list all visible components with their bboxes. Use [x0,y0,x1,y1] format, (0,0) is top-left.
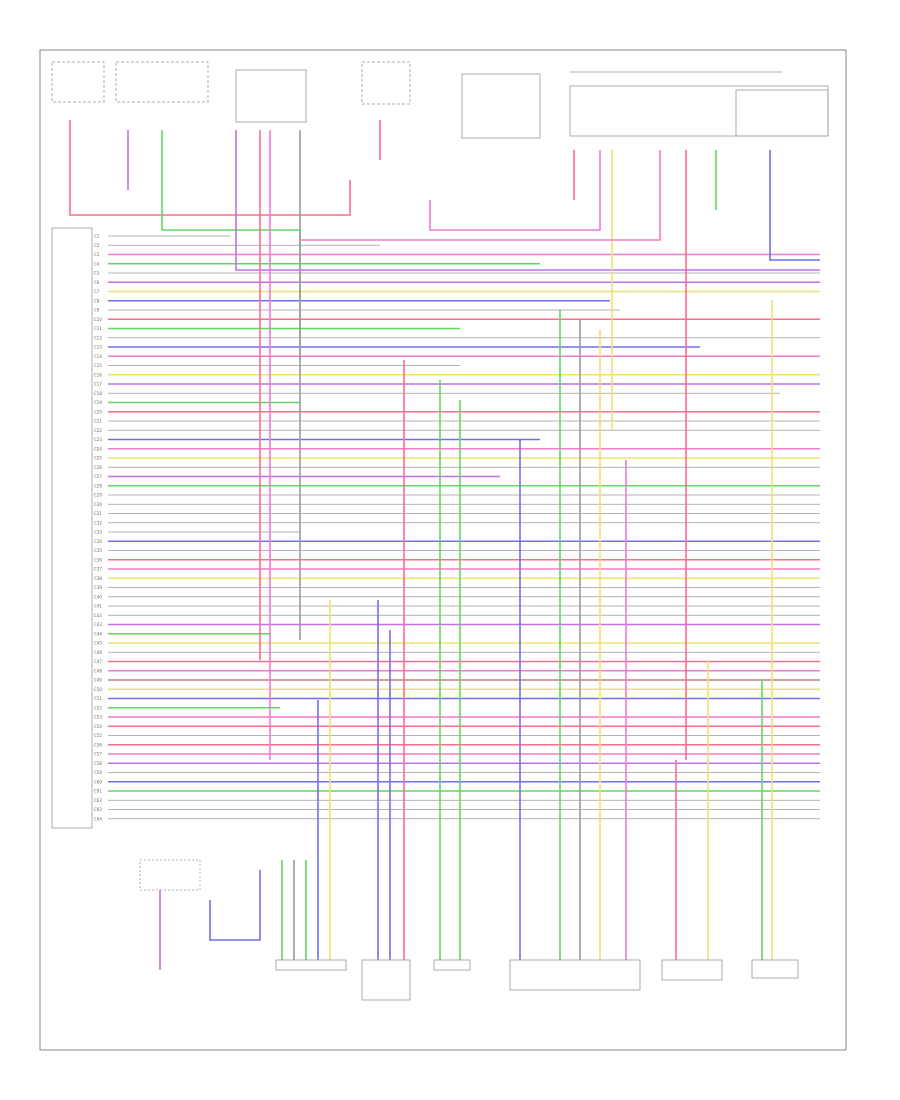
pin-label: C9 [94,308,100,313]
pin-label: C51 [94,696,102,701]
pin-label: C43 [94,622,102,627]
pin-label: C50 [94,687,102,692]
pin-label: C22 [94,428,102,433]
pin-label: C1 [94,234,100,239]
pin-label: C56 [94,742,102,747]
pin-label: C49 [94,678,102,683]
pin-label: C8 [94,298,100,303]
pin-label: C63 [94,807,102,812]
pin-label: C59 [94,770,102,775]
pin-label: C31 [94,511,102,516]
top-components [51,61,829,139]
pin-label: C42 [94,613,102,618]
pin-label: C21 [94,419,102,424]
wire-bundle [108,235,820,820]
pin-label: C11 [94,326,102,331]
pin-label: C39 [94,585,102,590]
pin-label: C52 [94,705,102,710]
pin-label: C16 [94,372,102,377]
pin-label: C35 [94,548,102,553]
pin-label: C54 [94,724,102,729]
pin-label: C64 [94,816,102,821]
pin-label: C6 [94,280,100,285]
pin-label: C12 [94,335,102,340]
pin-label: C5 [94,271,100,276]
pin-label: C27 [94,474,102,479]
pin-label: C7 [94,289,100,294]
pin-label: C15 [94,363,102,368]
pin-label: C19 [94,400,102,405]
pin-label: C61 [94,789,102,794]
pin-label: C29 [94,493,102,498]
pin-label: C53 [94,715,102,720]
pin-label: C44 [94,631,102,636]
pin-label: C37 [94,567,102,572]
pin-label: C4 [94,261,100,266]
pin-label: C13 [94,345,102,350]
pin-label: C26 [94,465,102,470]
pin-label: C3 [94,252,100,257]
pin-label-column: C1C2C3C4C5C6C7C8C9C10C11C12C13C14C15C16C… [94,234,102,822]
pin-label: C41 [94,604,102,609]
pin-label: C20 [94,409,102,414]
pin-label: C36 [94,557,102,562]
pin-label: C47 [94,659,102,664]
pin-label: C32 [94,520,102,525]
pin-label: C25 [94,456,102,461]
pin-label: C62 [94,798,102,803]
ecm-block [51,227,93,829]
pin-label: C33 [94,530,102,535]
pin-label: C2 [94,243,100,248]
pin-label: C30 [94,502,102,507]
pin-label: C24 [94,446,102,451]
pin-label: C10 [94,317,102,322]
pin-label: C18 [94,391,102,396]
pin-label: C17 [94,382,102,387]
pin-label: C23 [94,437,102,442]
pin-label: C14 [94,354,102,359]
pin-label: C57 [94,752,102,757]
diagram-frame [39,49,847,1051]
pin-label: C48 [94,668,102,673]
pin-label: C40 [94,594,102,599]
pin-label: C58 [94,761,102,766]
pin-label: C55 [94,733,102,738]
vertical-wires [69,120,820,970]
pin-label: C60 [94,779,102,784]
bottom-components [139,859,799,1001]
pin-label: C28 [94,483,102,488]
pin-label: C46 [94,650,102,655]
pin-label: C34 [94,539,102,544]
pin-label: C38 [94,576,102,581]
pin-label: C45 [94,641,102,646]
